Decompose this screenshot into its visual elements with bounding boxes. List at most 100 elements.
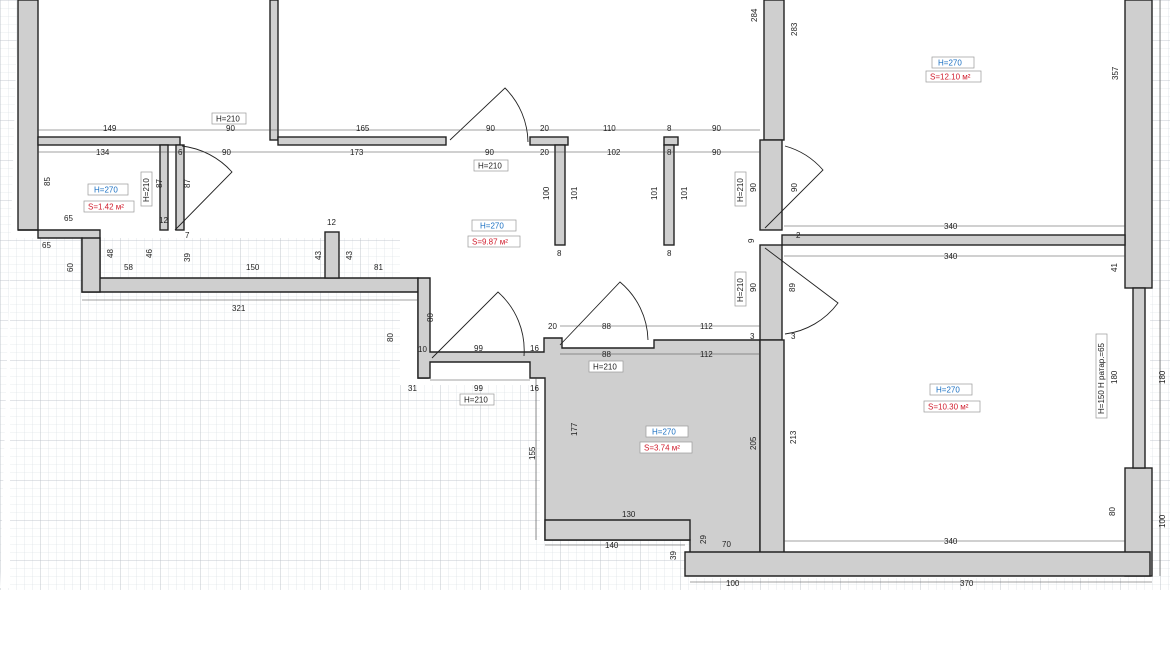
- dim-label: 155: [528, 446, 537, 460]
- dim-label: 112: [700, 322, 713, 331]
- dim-label: 102: [607, 148, 621, 157]
- door-height-tag: H=210: [464, 396, 488, 405]
- dim-label: 20: [540, 148, 549, 157]
- dim-label: 99: [474, 344, 483, 353]
- wall-bottom: [544, 519, 1151, 577]
- door-top: [449, 87, 529, 143]
- dim-label: 65: [64, 214, 73, 223]
- dim-label: 205: [749, 436, 758, 450]
- door-mid-lower: [559, 281, 649, 346]
- dim-label: 41: [1110, 263, 1119, 272]
- wall-horiz-1: [37, 136, 181, 146]
- dim-label: 90: [485, 148, 494, 157]
- dim-label: 90: [790, 183, 799, 192]
- dim-label: 100: [726, 579, 740, 588]
- dim-label: 283: [790, 22, 799, 36]
- dim-label: 90: [486, 124, 495, 133]
- outside-lower-left: [10, 238, 400, 588]
- room-area-label: S=10.30 м²: [928, 403, 969, 412]
- dim-label: 87: [183, 179, 192, 188]
- dim-label: 8: [557, 249, 562, 258]
- room-height-label: H=270: [94, 186, 118, 195]
- dim-label: 340: [944, 222, 958, 231]
- dim-label: 90: [749, 283, 758, 292]
- dim-label: 3: [791, 332, 796, 341]
- room-height-label: H=270: [938, 59, 962, 68]
- dim-label: 101: [570, 186, 579, 200]
- door-height-tags: H=210 H=210 H=210 H=210 H=210 H=210 H=21…: [140, 112, 1108, 419]
- dim-label: 340: [944, 537, 958, 546]
- room-area-label: S=1.42 м²: [88, 203, 124, 212]
- dim-label: 60: [66, 263, 75, 272]
- dim-label: 3: [750, 332, 755, 341]
- dim-label: 90: [222, 148, 231, 157]
- dim-label: 20: [548, 322, 557, 331]
- wall-cl2: [663, 144, 675, 246]
- dim-label: 6: [178, 148, 183, 157]
- outside-bottom: [540, 540, 690, 588]
- wall-left-outer: [17, 0, 39, 231]
- dimension-lines: [38, 0, 1161, 583]
- dim-label: 8: [667, 148, 672, 157]
- dim-label: 150: [246, 263, 260, 272]
- room-area-label: S=9.87 м²: [472, 238, 508, 247]
- door-height-tag: H=210: [736, 278, 745, 302]
- door-height-tag: H=210: [736, 178, 745, 202]
- doors: [174, 87, 839, 359]
- dim-label: 29: [699, 535, 708, 544]
- dim-label: 31: [408, 384, 417, 393]
- room-height-label: H=270: [652, 428, 676, 437]
- dim-label: 284: [750, 8, 759, 22]
- dim-label: 20: [540, 124, 549, 133]
- dim-label: 101: [680, 186, 689, 200]
- wall-bottom-step: [81, 237, 101, 293]
- dimension-labels: 149 90 165 90 20 110 8 90 134 6 90 173 9…: [42, 8, 1167, 588]
- dim-label: 88: [602, 322, 611, 331]
- wall-tl-vert: [269, 0, 279, 141]
- dim-label: 101: [650, 186, 659, 200]
- wall-horiz-3: [529, 136, 569, 146]
- dim-label: 90: [749, 183, 758, 192]
- dim-label: 89: [788, 283, 797, 292]
- wall-right-outer: [1124, 0, 1153, 289]
- dim-label: 43: [345, 251, 354, 260]
- dim-label: 340: [944, 252, 958, 261]
- dim-label: 90: [226, 124, 235, 133]
- dim-label: 7: [185, 231, 190, 240]
- wall-hall-right-low: [759, 244, 783, 341]
- dim-label: 177: [570, 422, 579, 436]
- dim-label: 165: [356, 124, 370, 133]
- dim-label: 173: [350, 148, 364, 157]
- dim-label: 58: [124, 263, 133, 272]
- dim-label: 12: [327, 218, 336, 227]
- walls: [17, 0, 1153, 577]
- wall-bath-v2: [175, 144, 185, 231]
- dim-label: 80: [1108, 507, 1117, 516]
- dim-label: 46: [145, 249, 154, 258]
- wall-room-div: [781, 234, 1126, 246]
- dim-label: 90: [712, 124, 721, 133]
- wall-small-room-right: [759, 339, 785, 563]
- dim-label: 180: [1158, 370, 1167, 384]
- door-height-tag: H=210: [593, 363, 617, 372]
- dim-label: 100: [1158, 514, 1167, 528]
- dim-label: 81: [374, 263, 383, 272]
- dim-label: 80: [386, 333, 395, 342]
- dim-label: 39: [183, 253, 192, 262]
- door-bottom-left: [431, 291, 525, 359]
- door-bath: [174, 145, 233, 231]
- dim-label: 10: [418, 345, 427, 354]
- door-right-lower: [764, 247, 839, 335]
- dim-label: 16: [530, 384, 539, 393]
- dim-label: 90: [712, 148, 721, 157]
- wall-cl1: [554, 144, 566, 246]
- dim-label: 370: [960, 579, 974, 588]
- dim-label: 112: [700, 350, 713, 359]
- dim-label: 321: [232, 304, 246, 313]
- door-height-tag: H=210: [478, 162, 502, 171]
- wall-pillar: [324, 231, 340, 279]
- dim-label: 88: [602, 350, 611, 359]
- dim-label: 180: [1110, 370, 1119, 384]
- door-height-tag: H=210: [142, 178, 151, 202]
